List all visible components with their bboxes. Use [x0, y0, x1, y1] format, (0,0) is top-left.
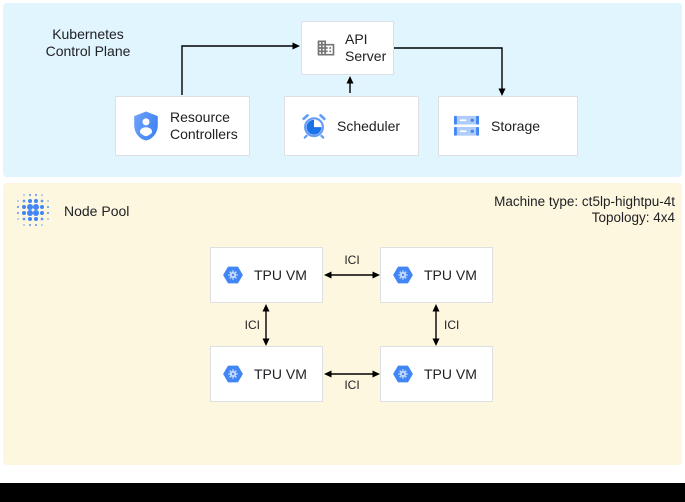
- tpu-vm-node-bottom-left: TPU VM: [210, 346, 323, 402]
- control-plane-title-line1: Kubernetes: [52, 26, 124, 42]
- storage-node: Storage: [438, 96, 578, 156]
- ici-label-top: ICI: [344, 253, 360, 267]
- scheduler-label: Scheduler: [337, 117, 401, 134]
- control-plane-title: Kubernetes Control Plane: [16, 26, 160, 60]
- topology-text: Topology: 4x4: [591, 210, 675, 225]
- node-pool-dots-icon: [13, 190, 53, 230]
- tpu-hexagon-gear-icon: [222, 363, 244, 385]
- tpu-vm-node-top-right: TPU VM: [380, 247, 493, 303]
- resource-controllers-node: Resource Controllers: [115, 96, 250, 156]
- tpu-vm-label: TPU VM: [254, 266, 307, 283]
- ici-label-bottom: ICI: [344, 378, 360, 392]
- shield-user-icon: [133, 111, 159, 141]
- building-icon: [316, 38, 336, 58]
- tpu-vm-label: TPU VM: [424, 365, 477, 382]
- tpu-hexagon-gear-icon: [392, 363, 414, 385]
- machine-info: Machine type: ct5lp-hightpu-4t Topology:…: [494, 194, 675, 226]
- storage-label: Storage: [491, 117, 541, 134]
- tpu-hexagon-gear-icon: [392, 264, 414, 286]
- tpu-vm-label: TPU VM: [424, 266, 477, 283]
- ici-label-right: ICI: [444, 318, 460, 332]
- tpu-vm-label: TPU VM: [254, 365, 307, 382]
- tpu-vm-node-bottom-right: TPU VM: [380, 346, 493, 402]
- tpu-vm-node-top-left: TPU VM: [210, 247, 323, 303]
- scheduler-node: Scheduler: [284, 96, 419, 156]
- control-plane-title-line2: Control Plane: [45, 43, 131, 59]
- ici-label-left: ICI: [244, 318, 260, 332]
- node-pool-panel: [3, 183, 682, 465]
- bottom-bar: [0, 483, 685, 502]
- node-pool-title: Node Pool: [64, 203, 130, 219]
- api-server-label: API Server: [345, 31, 387, 64]
- alarm-clock-icon: [300, 112, 328, 140]
- machine-type-text: Machine type: ct5lp-hightpu-4t: [494, 194, 675, 209]
- tpu-hexagon-gear-icon: [222, 264, 244, 286]
- resource-controllers-label: Resource Controllers: [170, 109, 238, 142]
- api-server-node: API Server: [301, 21, 394, 75]
- storage-disks-icon: [454, 114, 479, 138]
